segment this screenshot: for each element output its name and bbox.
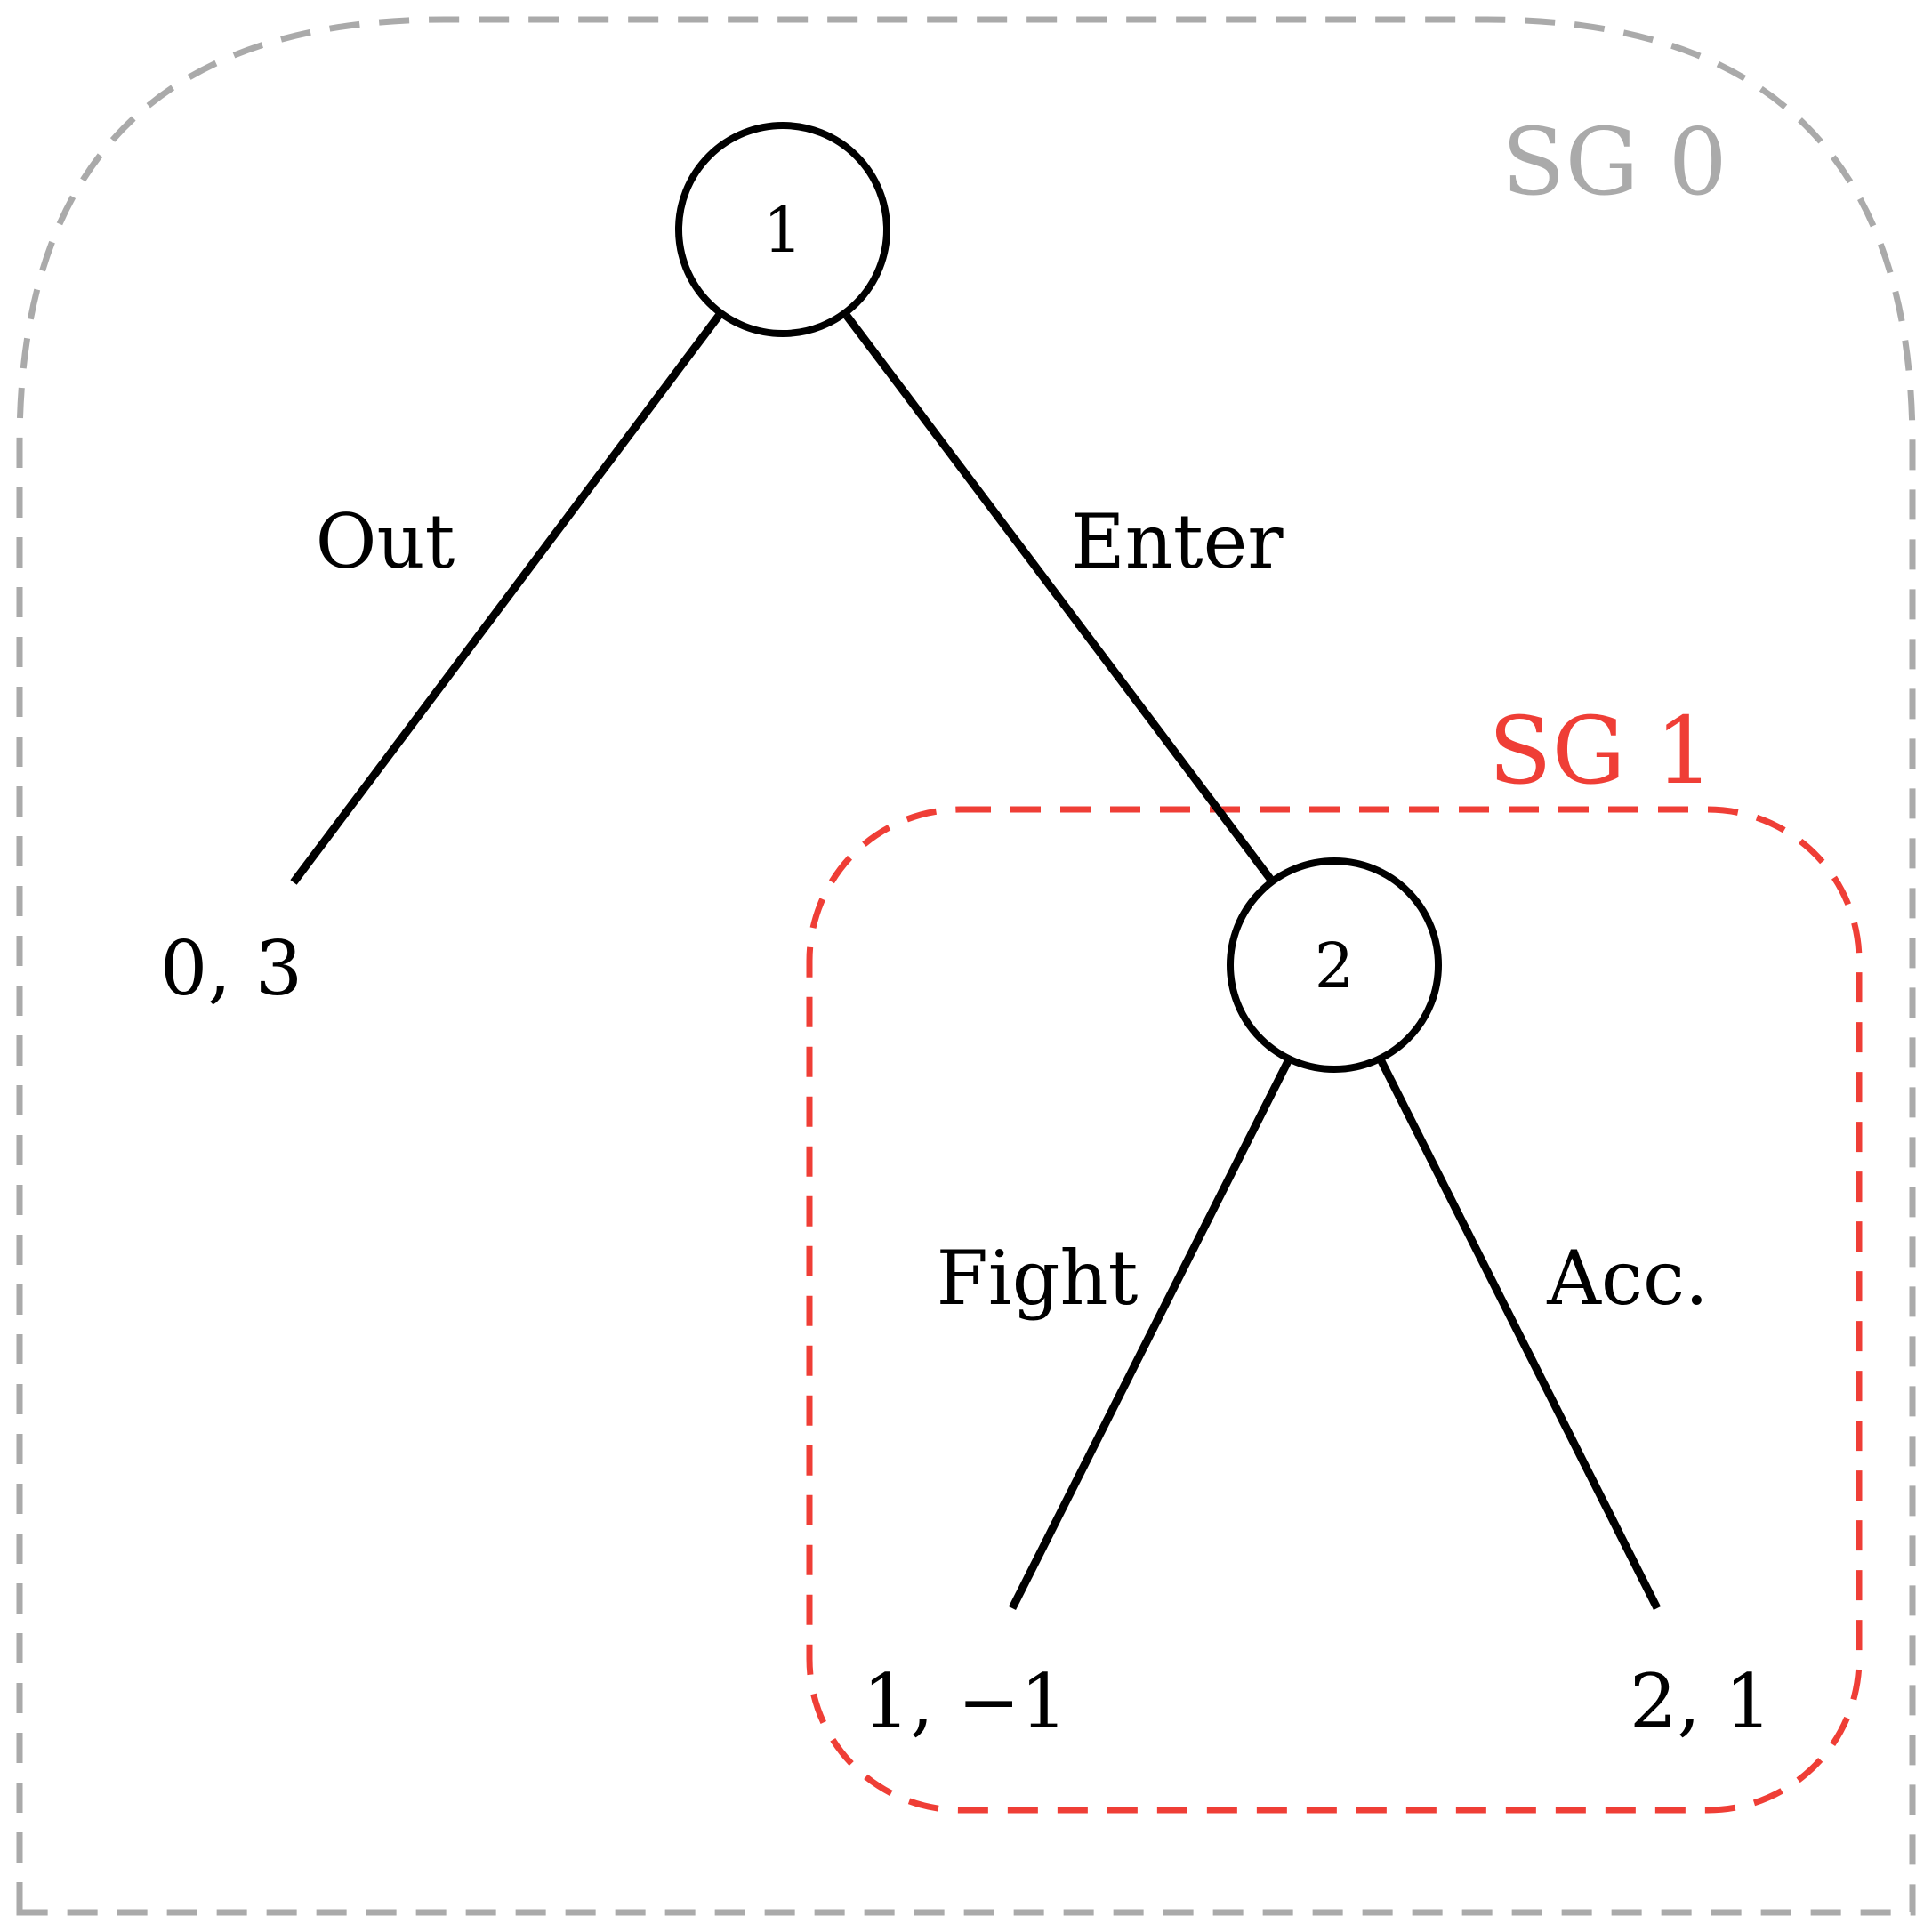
payoff-out: 0, 3: [160, 925, 302, 1012]
payoff-accommodate: 2, 1: [1630, 1658, 1772, 1745]
edge-enter: [843, 313, 1274, 881]
action-label-out: Out: [316, 498, 455, 585]
subgame-1-label: SG 1: [1488, 696, 1714, 805]
edge-fight: [1008, 1059, 1292, 1611]
action-label-accommodate: Acc.: [1546, 1235, 1708, 1322]
decision-node-player-1: 1: [675, 122, 890, 337]
node-label-player-2: 2: [1315, 930, 1355, 1002]
subgame-0-label: SG 0: [1501, 108, 1727, 216]
payoff-fight: 1, −1: [863, 1658, 1068, 1745]
node-label-player-1: 1: [763, 194, 803, 267]
subgame-0-boundary: [16, 16, 1916, 1916]
edge-out: [290, 313, 722, 885]
subgame-1-boundary: [806, 806, 1863, 1814]
decision-node-player-2: 2: [1227, 857, 1442, 1073]
action-label-fight: Fight: [937, 1235, 1139, 1322]
action-label-enter: Enter: [1070, 498, 1284, 585]
edge-accommodate: [1377, 1059, 1662, 1611]
